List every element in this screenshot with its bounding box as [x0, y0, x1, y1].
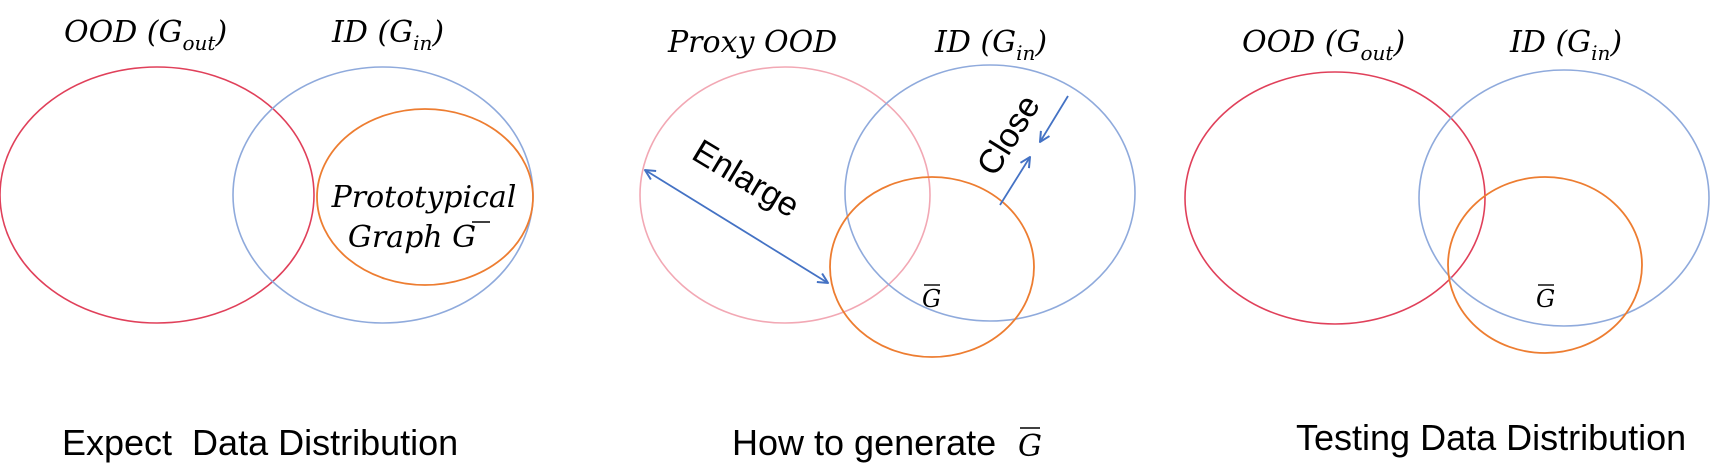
generated-graph-circle [829, 176, 1035, 358]
id-label: ID (Gin) [331, 15, 444, 55]
caption-testing: Testing Data Distribution [1296, 417, 1686, 458]
id-label-2: ID (Gin) [934, 25, 1047, 65]
id-circle-3 [1418, 69, 1710, 327]
panel-generate: Proxy OOD ID (Gin) Enlarge Close G How t… [639, 25, 1136, 464]
gbar-label-3: G [1536, 285, 1555, 313]
graph-label: Graph G [348, 220, 476, 255]
enlarge-label: Enlarge [686, 132, 806, 225]
caption-expect: Expect Data Distribution [62, 422, 458, 463]
ood-circle-3 [1184, 71, 1486, 325]
caption-generate: How to generate [732, 422, 996, 463]
panel-expect: OOD (Gout) ID (Gin) Prototypical Graph G… [0, 15, 534, 463]
test-graph-circle [1447, 176, 1643, 354]
ood-label-3: OOD (Gout) [1242, 25, 1405, 65]
proxy-ood-circle [639, 66, 931, 324]
close-arrow-up [999, 157, 1030, 206]
ood-circle [0, 66, 315, 324]
ood-label: OOD (Gout) [64, 15, 227, 55]
enlarge-arrow [645, 170, 828, 283]
prototypical-label: Prototypical [331, 180, 517, 215]
panel-testing: OOD (Gout) ID (Gin) G Testing Data Distr… [1184, 25, 1710, 458]
close-arrow-down [1040, 95, 1069, 142]
id-circle-2 [844, 64, 1136, 322]
prototypical-graph-circle [316, 108, 534, 286]
proxy-ood-label: Proxy OOD [667, 25, 837, 60]
id-label-3: ID (Gin) [1509, 25, 1622, 65]
gbar-label-2: G [922, 285, 941, 313]
close-label: Close [970, 88, 1048, 182]
caption-gbar: G [1018, 429, 1042, 464]
